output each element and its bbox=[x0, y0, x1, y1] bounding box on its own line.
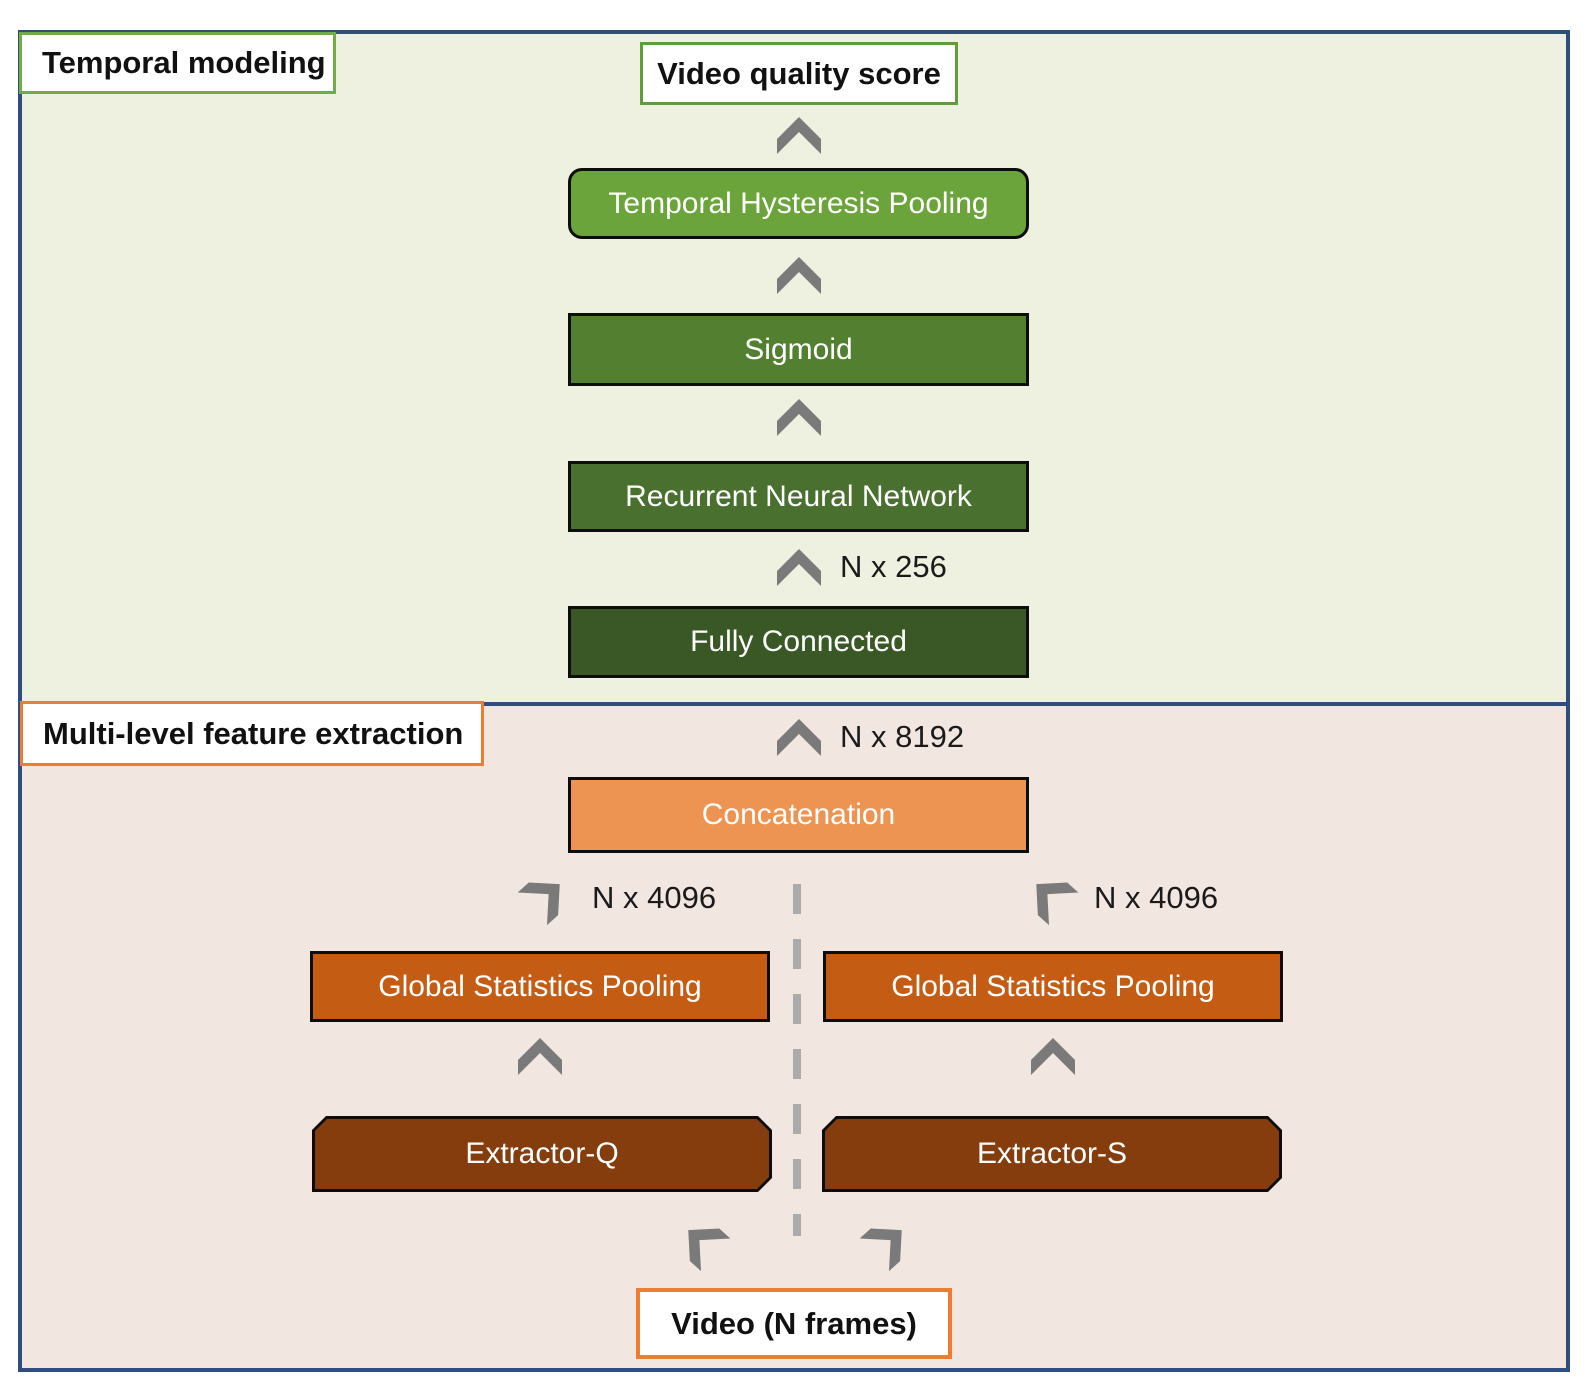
extractor-q-text: Extractor-Q bbox=[465, 1137, 619, 1170]
up-arrow-icon bbox=[777, 257, 821, 294]
extractor-s-text: Extractor-S bbox=[976, 1137, 1128, 1170]
temporal-modeling-section bbox=[22, 34, 1566, 706]
global-statistics-pooling-left-box: Global Statistics Pooling bbox=[310, 951, 770, 1022]
temporal-hysteresis-pooling-text: Temporal Hysteresis Pooling bbox=[608, 186, 989, 220]
bent-up-left-arrow-icon bbox=[1022, 868, 1079, 926]
sigmoid-box: Sigmoid bbox=[568, 313, 1029, 386]
recurrent-neural-network-box: Recurrent Neural Network bbox=[568, 461, 1029, 532]
temporal-modeling-label: Temporal modeling bbox=[19, 32, 336, 94]
up-arrow-icon bbox=[1031, 1038, 1075, 1075]
up-arrow-icon bbox=[777, 549, 821, 586]
sigmoid-text: Sigmoid bbox=[744, 332, 853, 366]
temporal-hysteresis-pooling-box: Temporal Hysteresis Pooling bbox=[568, 168, 1029, 239]
temporal-modeling-label-text: Temporal modeling bbox=[42, 45, 326, 80]
bent-up-left-arrow-icon bbox=[674, 1214, 731, 1272]
dimension-annotation-n4096-left: N x 4096 bbox=[592, 880, 717, 915]
concatenation-text: Concatenation bbox=[701, 798, 896, 831]
extractor-q-box: Extractor-Q bbox=[312, 1116, 772, 1192]
stream-divider-dashed-line bbox=[793, 884, 801, 1236]
extractor-q-inner: Extractor-Q bbox=[315, 1119, 769, 1189]
video-quality-score-text: Video quality score bbox=[657, 55, 941, 91]
dimension-annotation-n4096-right: N x 4096 bbox=[1094, 880, 1219, 915]
dimension-annotation-n8192: N x 8192 bbox=[840, 719, 965, 754]
global-statistics-pooling-right-text: Global Statistics Pooling bbox=[891, 969, 1215, 1003]
video-quality-score-box: Video quality score bbox=[640, 42, 958, 105]
feature-extraction-label: Multi-level feature extraction bbox=[20, 701, 484, 766]
feature-extraction-label-text: Multi-level feature extraction bbox=[43, 715, 464, 751]
dimension-annotation-n256: N x 256 bbox=[840, 549, 947, 584]
fully-connected-box: Fully Connected bbox=[568, 606, 1029, 678]
bent-up-right-arrow-icon bbox=[517, 868, 575, 926]
fully-connected-text: Fully Connected bbox=[690, 625, 907, 658]
extractor-s-inner: Extractor-S bbox=[825, 1119, 1279, 1189]
up-arrow-icon bbox=[777, 399, 821, 436]
extractor-s-box: Extractor-S bbox=[822, 1116, 1282, 1192]
concatenation-box: Concatenation bbox=[568, 777, 1029, 853]
bent-up-right-arrow-icon bbox=[859, 1214, 917, 1272]
recurrent-neural-network-text: Recurrent Neural Network bbox=[625, 479, 972, 513]
up-arrow-icon bbox=[777, 117, 821, 154]
video-input-text: Video (N frames) bbox=[671, 1305, 917, 1341]
video-input-box: Video (N frames) bbox=[636, 1288, 952, 1359]
global-statistics-pooling-left-text: Global Statistics Pooling bbox=[378, 969, 702, 1003]
up-arrow-icon bbox=[518, 1038, 562, 1075]
global-statistics-pooling-right-box: Global Statistics Pooling bbox=[823, 951, 1283, 1022]
up-arrow-icon bbox=[777, 719, 821, 756]
